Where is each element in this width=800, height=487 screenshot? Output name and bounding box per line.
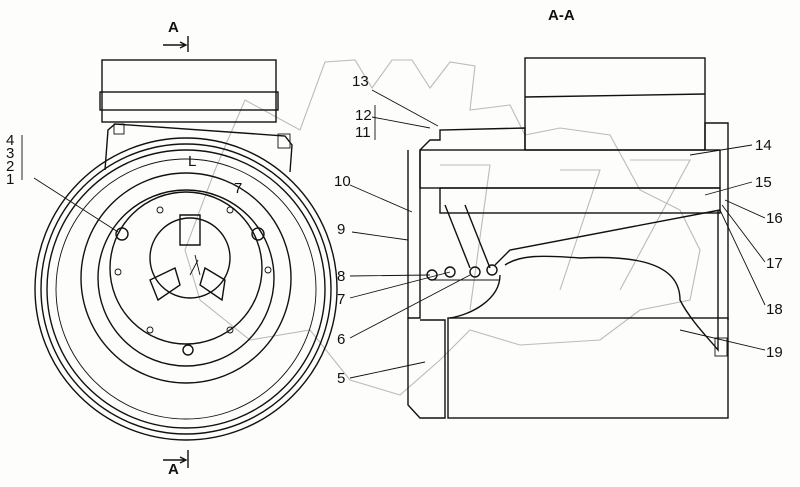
callout-14: 14: [755, 137, 772, 154]
callout-12: 12: [355, 107, 372, 124]
front-view: [21, 36, 338, 468]
callout-9: 9: [337, 221, 345, 238]
callout-11: 11: [355, 124, 371, 141]
section-title: A-A: [548, 7, 575, 24]
callout-3: 3: [6, 145, 14, 162]
callout-2: 2: [6, 158, 14, 175]
mark-7: 7: [234, 180, 242, 197]
callout-7: 7: [337, 291, 345, 308]
callout-16: 16: [766, 210, 783, 227]
callout-17: 17: [766, 255, 783, 272]
callout-6: 6: [337, 331, 345, 348]
callout-8: 8: [337, 268, 345, 285]
section-view: [349, 57, 766, 419]
mark-l: L: [188, 153, 196, 170]
callout-15: 15: [755, 174, 772, 191]
callout-1: 1: [6, 171, 14, 188]
section-marker-bottom: A: [168, 461, 179, 478]
section-marker-top: A: [168, 19, 179, 36]
callout-18: 18: [766, 301, 783, 318]
callout-5: 5: [337, 370, 345, 387]
callout-4: 4: [6, 132, 14, 149]
callout-13: 13: [352, 73, 369, 90]
callout-10: 10: [334, 173, 351, 190]
callout-19: 19: [766, 344, 783, 361]
watermark-gear: [184, 59, 701, 396]
